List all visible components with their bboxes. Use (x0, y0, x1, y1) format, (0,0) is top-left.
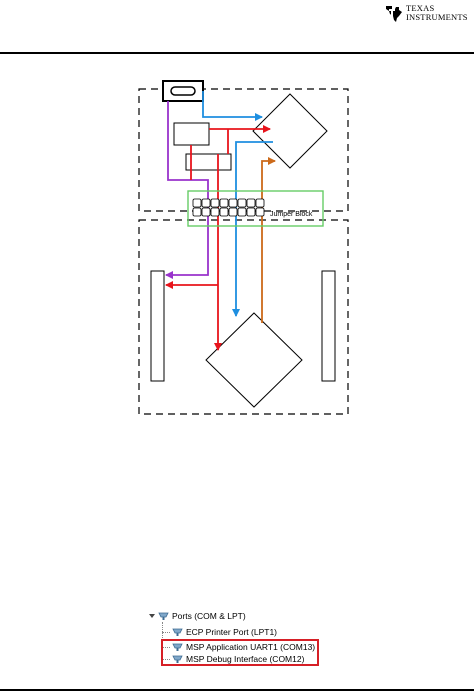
tree-item-label: MSP Debug Interface (COM12) (186, 654, 305, 664)
target-mcu-diamond (205, 312, 303, 408)
usb-connector-port (170, 86, 196, 96)
debug-block-b (185, 153, 232, 171)
header-rule (0, 52, 474, 54)
jumper-block-outline (187, 190, 324, 227)
tree-item-label: MSP Application UART1 (COM13) (186, 642, 316, 652)
jumper-pin (210, 198, 220, 208)
jumper-pin (237, 207, 247, 217)
jumper-pin (192, 198, 202, 208)
jumper-pin (246, 198, 256, 208)
collapse-arrow-icon[interactable] (148, 612, 156, 620)
top-board-boundary (138, 88, 349, 212)
jumper-pin (219, 207, 229, 217)
tree-item-application-uart[interactable]: MSP Application UART1 (COM13) (162, 641, 315, 653)
tree-category-label: Ports (COM & LPT) (172, 611, 246, 621)
left-header (150, 270, 165, 382)
tree-item-debug-interface[interactable]: MSP Debug Interface (COM12) (162, 653, 304, 665)
connection-diagram: Jumper Block (0, 60, 474, 440)
jumper-pin (192, 207, 202, 217)
logo-line-2: Instruments (406, 12, 468, 22)
diagram-svg: Jumper Block (138, 80, 349, 415)
jumper-pin (255, 207, 265, 217)
jumper-pin (219, 198, 229, 208)
port-device-icon (172, 655, 183, 663)
jumper-block-label: Jumper Block (270, 211, 313, 218)
ti-wordmark: Texas Instruments (406, 4, 468, 22)
jumper-pin (246, 207, 256, 217)
texas-state-logo-icon (386, 6, 402, 22)
tree-connector (162, 658, 170, 660)
right-header (321, 270, 336, 382)
tree-item-ecp[interactable]: ECP Printer Port (LPT1) (162, 626, 277, 638)
jumper-pin (201, 207, 211, 217)
debug-mcu-diamond (252, 93, 328, 169)
port-device-icon (172, 643, 183, 651)
bottom-board-boundary (138, 219, 349, 415)
footer-rule (0, 689, 474, 691)
tree-connector (162, 631, 170, 633)
ti-logo: Texas Instruments (384, 2, 474, 24)
tree-item-label: ECP Printer Port (LPT1) (186, 627, 278, 637)
jumper-pin (228, 198, 238, 208)
port-device-icon (172, 628, 183, 636)
debug-block-a (173, 122, 210, 146)
purple-signal-line (165, 101, 209, 279)
logo-line-1: Texas (406, 3, 435, 13)
port-category-icon (158, 612, 169, 620)
jumper-pin (237, 198, 247, 208)
jumper-pins (192, 198, 265, 217)
tree-connector (162, 646, 170, 648)
orange-signal-line (261, 157, 276, 323)
page-header: Texas Instruments (0, 0, 474, 54)
jumper-pin (201, 198, 211, 208)
highlight-box (161, 639, 319, 666)
blue-signal-line-b (232, 141, 273, 317)
tree-category-ports[interactable]: Ports (COM & LPT) (148, 610, 246, 622)
jumper-pin (255, 198, 265, 208)
blue-signal-line-a (202, 91, 263, 121)
jumper-pin (228, 207, 238, 217)
jumper-pin (210, 207, 220, 217)
